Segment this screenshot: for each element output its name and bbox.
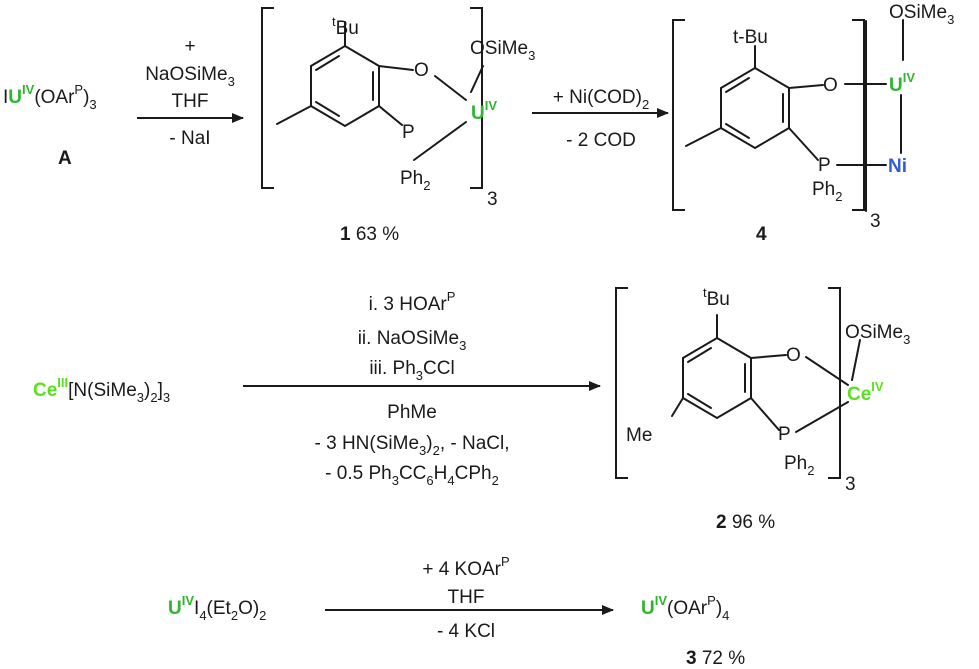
compound-4-nickel: Ni — [888, 156, 907, 177]
compound-3-label: 3 72 % — [686, 648, 745, 669]
compound-4-ph2: Ph2 — [812, 179, 842, 204]
arrow4-loss: - 4 KCl — [437, 621, 495, 642]
arrow2-loss: - 2 COD — [566, 130, 636, 151]
compound-4-bracket-sub: 3 — [870, 211, 881, 232]
arrow4-solvent: THF — [448, 587, 485, 608]
compound-1-label: 1 63 % — [340, 224, 399, 245]
compound-1-phosphorus: P — [402, 122, 415, 143]
arrow1-loss: - NaI — [169, 128, 210, 149]
compound-4-phosphorus: P — [818, 155, 831, 176]
compound-1-oxygen: O — [414, 60, 429, 81]
arrow1-reagent: NaOSiMe3 — [145, 64, 235, 89]
arrow2-reagent: + Ni(COD)2 — [553, 87, 649, 112]
compound-A-label: A — [58, 148, 72, 169]
compound-2-ph2: Ph2 — [784, 453, 814, 478]
compound-ce-formula: CeIII[N(SiMe3)2]3 — [33, 375, 170, 405]
compound-2-oxygen: O — [786, 345, 801, 366]
compound-1-bracket-sub: 3 — [487, 189, 498, 210]
arrow3-step-ii: ii. NaOSiMe3 — [358, 328, 467, 353]
arrow3-loss-1: - 3 HN(SiMe3)2, - NaCl, — [315, 433, 510, 458]
arrow3-solvent: PhMe — [387, 402, 437, 423]
compound-1-ph2: Ph2 — [400, 168, 430, 193]
arrow3-step-i: i. 3 HOArP — [369, 289, 456, 315]
compound-2-cerium: CeIV — [847, 379, 884, 405]
compound-4-oxygen: O — [823, 75, 838, 96]
compound-2-phosphorus: P — [778, 424, 791, 445]
compound-ui4-formula: UIVI4(Et2O)2 — [168, 593, 266, 623]
compound-3-formula: UIV(OArP)4 — [641, 593, 729, 623]
compound-4-label: 4 — [756, 224, 767, 245]
compound-4-structure — [672, 19, 904, 212]
arrow1-plus: + — [184, 36, 195, 57]
compound-1-uranium: UIV — [471, 98, 497, 124]
compound-A-formula: IUIV(OArP)3 — [3, 82, 97, 112]
compound-4-tbu: t-Bu — [733, 27, 768, 48]
arrow3-step-iii: iii. Ph3CCl — [369, 358, 454, 383]
compound-1-osime3: OSiMe3 — [470, 38, 535, 63]
compound-2-methyl: Me — [626, 425, 652, 446]
arrow1-solvent: THF — [172, 91, 209, 112]
arrow4-reagent: + 4 KOArP — [422, 554, 509, 580]
compound-4-osime3: OSiMe3 — [889, 2, 954, 27]
arrow3-loss-2: - 0.5 Ph3CC6H4CPh2 — [325, 463, 499, 488]
compound-2-tbu: tBu — [703, 285, 730, 310]
compound-1-tbu: tBu — [332, 14, 359, 39]
compound-2-label: 2 96 % — [716, 512, 775, 533]
compound-1-structure — [261, 7, 484, 189]
compound-2-osime3: OSiMe3 — [845, 322, 910, 347]
compound-2-bracket-sub: 3 — [845, 474, 856, 495]
compound-4-uranium: UIV — [889, 70, 915, 96]
compound-2-structure — [615, 287, 861, 479]
